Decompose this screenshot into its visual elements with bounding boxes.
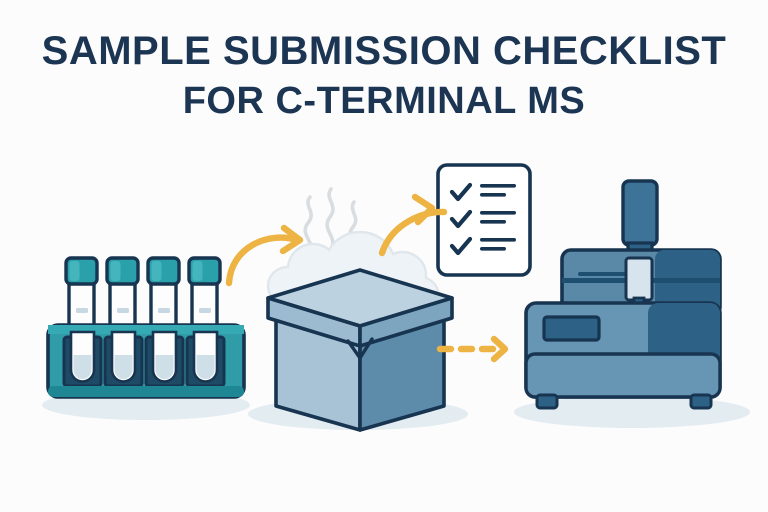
checklist-row-1 [449, 182, 516, 202]
arrow-box-to-checklist [378, 193, 448, 257]
tube-label [158, 308, 170, 313]
ms-foot-right [689, 393, 713, 410]
arrow-rack-to-box [225, 224, 304, 287]
tube-liquid [73, 355, 92, 379]
tube-label [117, 308, 129, 313]
check-icon [449, 182, 473, 202]
checklist-line-short [480, 193, 506, 197]
checklist-document [436, 163, 532, 277]
tube-liquid [155, 355, 174, 379]
rack-slot-2 [103, 330, 144, 388]
tube-label [199, 308, 211, 313]
tube-liquid [114, 355, 133, 379]
checklist-row-2 [449, 209, 516, 229]
rack-slot-3 [144, 330, 185, 388]
arrow-head [411, 193, 436, 226]
arrow-head [279, 224, 304, 255]
rack-body [46, 323, 246, 399]
tube-cap-highlight [110, 261, 121, 281]
arrow-head [490, 335, 509, 363]
check-icon [449, 236, 473, 256]
tube-cap-highlight [192, 261, 203, 281]
arrow-box-to-instrument [436, 335, 509, 363]
tube-liquid [196, 355, 215, 379]
tube-cap-highlight [151, 261, 162, 281]
page-title: SAMPLE SUBMISSION CHECKLIST FOR C-TERMIN… [0, 26, 768, 126]
rack-top-band [48, 325, 244, 334]
ms-foot-left [535, 393, 559, 410]
checklist-line-long [480, 238, 516, 242]
ms-lower-base-band [524, 352, 722, 399]
arrow-curve [378, 208, 448, 257]
title-line-1: SAMPLE SUBMISSION CHECKLIST [41, 29, 727, 73]
mass-spectrometer [524, 179, 722, 410]
rack-slot-4 [185, 330, 226, 388]
box-fold-notch [346, 337, 374, 360]
check-icon [449, 209, 473, 229]
checklist-line-short [480, 247, 506, 251]
checklist-row-3 [449, 236, 516, 256]
tube-label [76, 308, 88, 313]
tube-cap-highlight [69, 261, 80, 281]
ms-probe-column [621, 179, 659, 247]
checklist-line-long [480, 211, 516, 215]
vapor-wisp-1 [325, 187, 335, 252]
checklist-line-short [480, 220, 506, 224]
flow-arrows [225, 193, 509, 363]
box-lid-rim-right [358, 296, 454, 348]
ms-display-panel [542, 315, 601, 342]
ms-probe-window [624, 256, 654, 302]
title-line-2: FOR C-TERMINAL MS [182, 80, 586, 123]
arrow-curve [225, 234, 301, 287]
rack-base-band [48, 386, 244, 397]
rack-slot-1 [62, 330, 103, 388]
checklist-line-long [480, 184, 516, 188]
sample-tube-rack [46, 256, 246, 399]
dry-ice-shipping-box [266, 268, 454, 432]
